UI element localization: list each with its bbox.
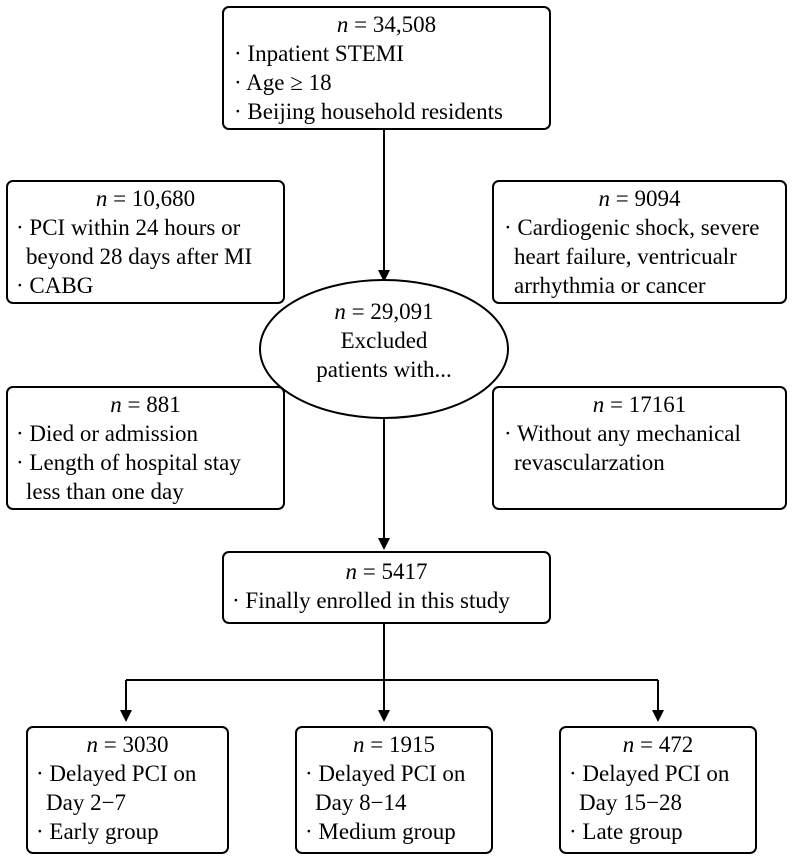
inclusion-item: · Age ≥ 18 [234,70,332,95]
group-item: · Medium group [305,819,456,844]
ellipse-count: n = 29,091 [334,299,434,324]
exclusion-box-death-stay: n = 881 · Died or admission · Length of … [6,386,285,510]
enrolled-item: · Finally enrolled in this study [232,588,510,613]
exclusion-item: revascularzation [514,450,665,475]
exclusion-ellipse: n = 29,091 Excluded patients with... [260,297,508,397]
group-item: Day 2−7 [46,790,127,815]
exclusion-count: n = 9094 [598,186,681,211]
inclusion-item: · Inpatient STEMI [234,41,404,66]
group-box-early: n = 3030 · Delayed PCI on Day 2−7 · Earl… [26,726,229,854]
inclusion-box: n = 34,508 · Inpatient STEMI · Age ≥ 18 … [222,6,551,130]
exclusion-item: heart failure, ventricualr [514,244,737,269]
exclusion-count: n = 10,680 [95,186,196,211]
exclusion-box-pci-timing: n = 10,680 · PCI within 24 hours or beyo… [6,180,285,304]
group-item: Day 8−14 [315,790,407,815]
group-box-late: n = 472 · Delayed PCI on Day 15−28 · Lat… [559,726,757,854]
exclusion-item: arrhythmia or cancer [514,273,706,298]
ellipse-label: Excluded [340,328,428,353]
exclusion-box-no-revascularization: n = 17161 · Without any mechanical revas… [492,386,787,510]
group-count: n = 3030 [86,732,169,757]
exclusion-item: · Died or admission [16,421,199,446]
exclusion-item: less than one day [26,479,184,504]
group-item: · Delayed PCI on [36,761,197,786]
exclusion-item: · Cardiogenic shock, severe [504,215,760,240]
exclusion-count: n = 17161 [592,392,687,417]
group-item: · Late group [569,819,683,844]
enrolled-count: n = 5417 [345,559,428,584]
exclusion-item: beyond 28 days after MI [26,244,253,269]
group-box-medium: n = 1915 · Delayed PCI on Day 8−14 · Med… [295,726,493,854]
exclusion-ellipse-shape [259,279,509,419]
exclusion-item: · CABG [16,273,94,298]
exclusion-count: n = 881 [110,392,181,417]
group-item: Day 15−28 [579,790,683,815]
group-count: n = 1915 [353,732,435,757]
exclusion-item: · Without any mechanical [504,421,741,446]
group-count: n = 472 [622,732,694,757]
inclusion-item: · Beijing household residents [234,99,503,124]
group-item: · Delayed PCI on [305,761,466,786]
exclusion-box-complications: n = 9094 · Cardiogenic shock, severe hea… [492,180,787,304]
enrolled-box: n = 5417 · Finally enrolled in this stud… [222,551,551,624]
group-item: · Delayed PCI on [569,761,730,786]
exclusion-item: · PCI within 24 hours or [16,215,241,240]
inclusion-count: n = 34,508 [336,12,437,37]
exclusion-item: · Length of hospital stay [16,450,241,475]
ellipse-label: patients with... [316,357,452,382]
group-item: · Early group [36,819,159,844]
